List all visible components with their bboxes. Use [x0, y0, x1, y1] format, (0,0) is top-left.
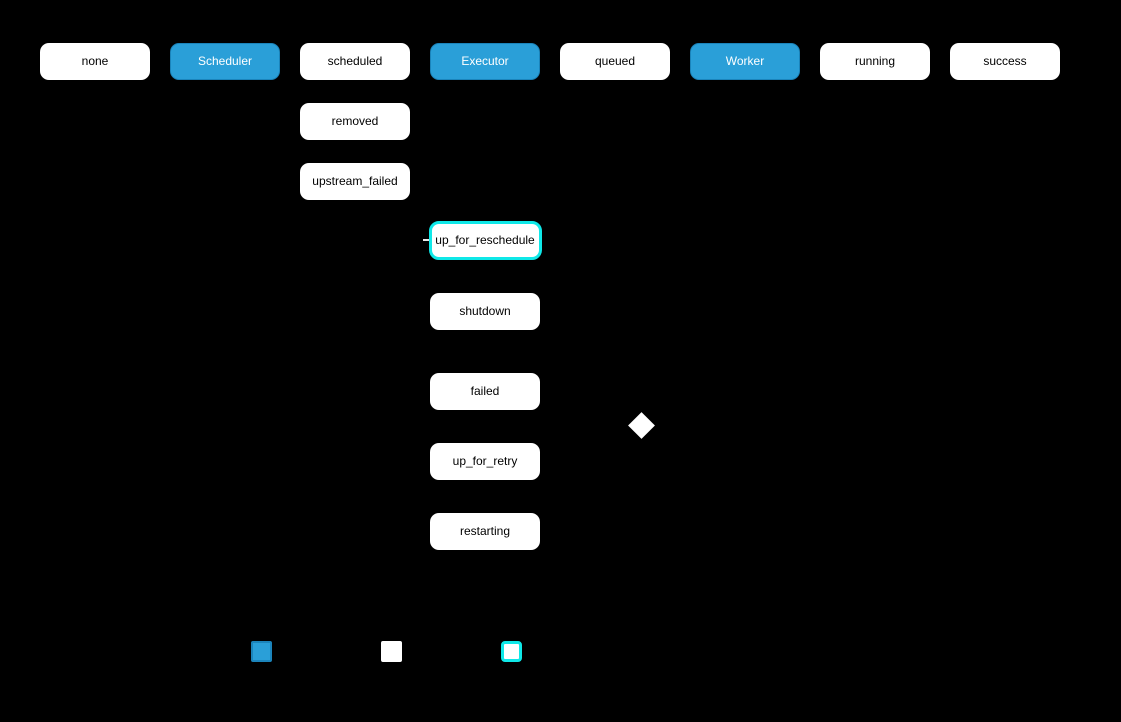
legend-component-swatch: [250, 640, 272, 662]
state-node-upstream_failed: upstream_failed: [300, 162, 410, 200]
state-node-restarting: restarting: [430, 512, 540, 550]
state-node-success: success: [950, 42, 1060, 80]
decision-diamond: [627, 411, 655, 439]
state-node-scheduler: Scheduler: [170, 42, 280, 80]
state-node-up_for_retry: up_for_retry: [430, 442, 540, 480]
state-node-executor: Executor: [430, 42, 540, 80]
state-node-scheduled: scheduled: [300, 42, 410, 80]
state-node-removed: removed: [300, 102, 410, 140]
edge-arrow-stub: [423, 239, 429, 241]
state-node-none: none: [40, 42, 150, 80]
state-node-failed: failed: [430, 372, 540, 410]
state-node-running: running: [820, 42, 930, 80]
state-node-worker: Worker: [690, 42, 800, 80]
state-node-queued: queued: [560, 42, 670, 80]
legend-state-swatch: [380, 640, 402, 662]
state-node-up_for_reschedule: up_for_reschedule: [428, 220, 542, 260]
legend-highlighted-state-swatch: [500, 640, 522, 662]
state-node-shutdown: shutdown: [430, 292, 540, 330]
